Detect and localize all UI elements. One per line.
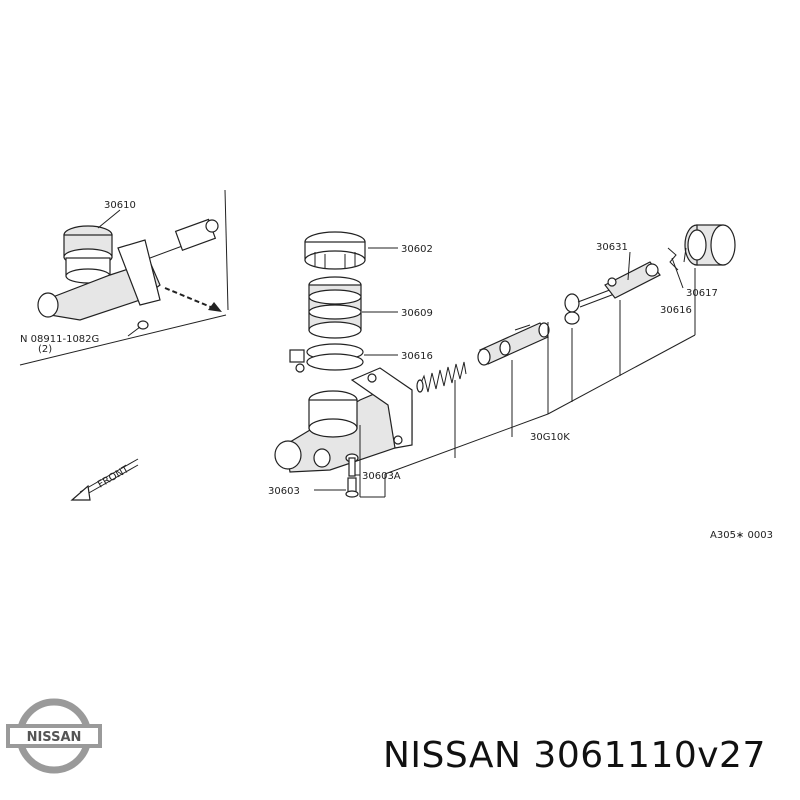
label-repair-kit: 30G10K xyxy=(530,432,570,443)
figure-code: A305∗ 0003 xyxy=(710,530,773,541)
label-boot-clamp: 30616 xyxy=(660,305,692,316)
label-clamp: 30616 xyxy=(401,351,433,362)
label-reservoir: 30609 xyxy=(401,308,433,319)
inset-bolt-qty: (2) xyxy=(38,344,52,355)
cylinder-body xyxy=(274,367,413,473)
reservoir-clamp xyxy=(289,343,364,373)
part-number-caption: NISSAN 3061110v27 xyxy=(383,735,766,776)
label-pin: 30603A xyxy=(362,471,401,482)
return-spring xyxy=(416,361,467,393)
label-bleeder: 30603 xyxy=(268,486,300,497)
bleeder xyxy=(345,477,359,498)
label-cap: 30602 xyxy=(401,244,433,255)
nissan-logo: NISSAN xyxy=(6,698,102,774)
label-yoke: 30631 xyxy=(596,242,628,253)
reservoir xyxy=(308,276,362,339)
boot-clamp xyxy=(667,247,679,271)
inset-bolt-label: N 08911-1082G xyxy=(20,334,99,345)
front-label: FRONT xyxy=(96,464,132,491)
logo-text: NISSAN xyxy=(27,730,82,745)
inset-assembly: 30610 N 08911-1082G (2) xyxy=(19,189,229,366)
pushrod-yoke xyxy=(577,261,661,308)
piston xyxy=(477,322,550,366)
label-boot: 30617 xyxy=(686,288,718,299)
front-arrow: FRONT xyxy=(70,458,139,501)
pin xyxy=(345,453,359,477)
reservoir-cap xyxy=(304,231,366,270)
dust-boot xyxy=(684,224,736,266)
leader-lines xyxy=(314,247,696,498)
stopper-washer xyxy=(564,293,580,325)
inset-assembly-label: 30610 xyxy=(104,200,136,211)
